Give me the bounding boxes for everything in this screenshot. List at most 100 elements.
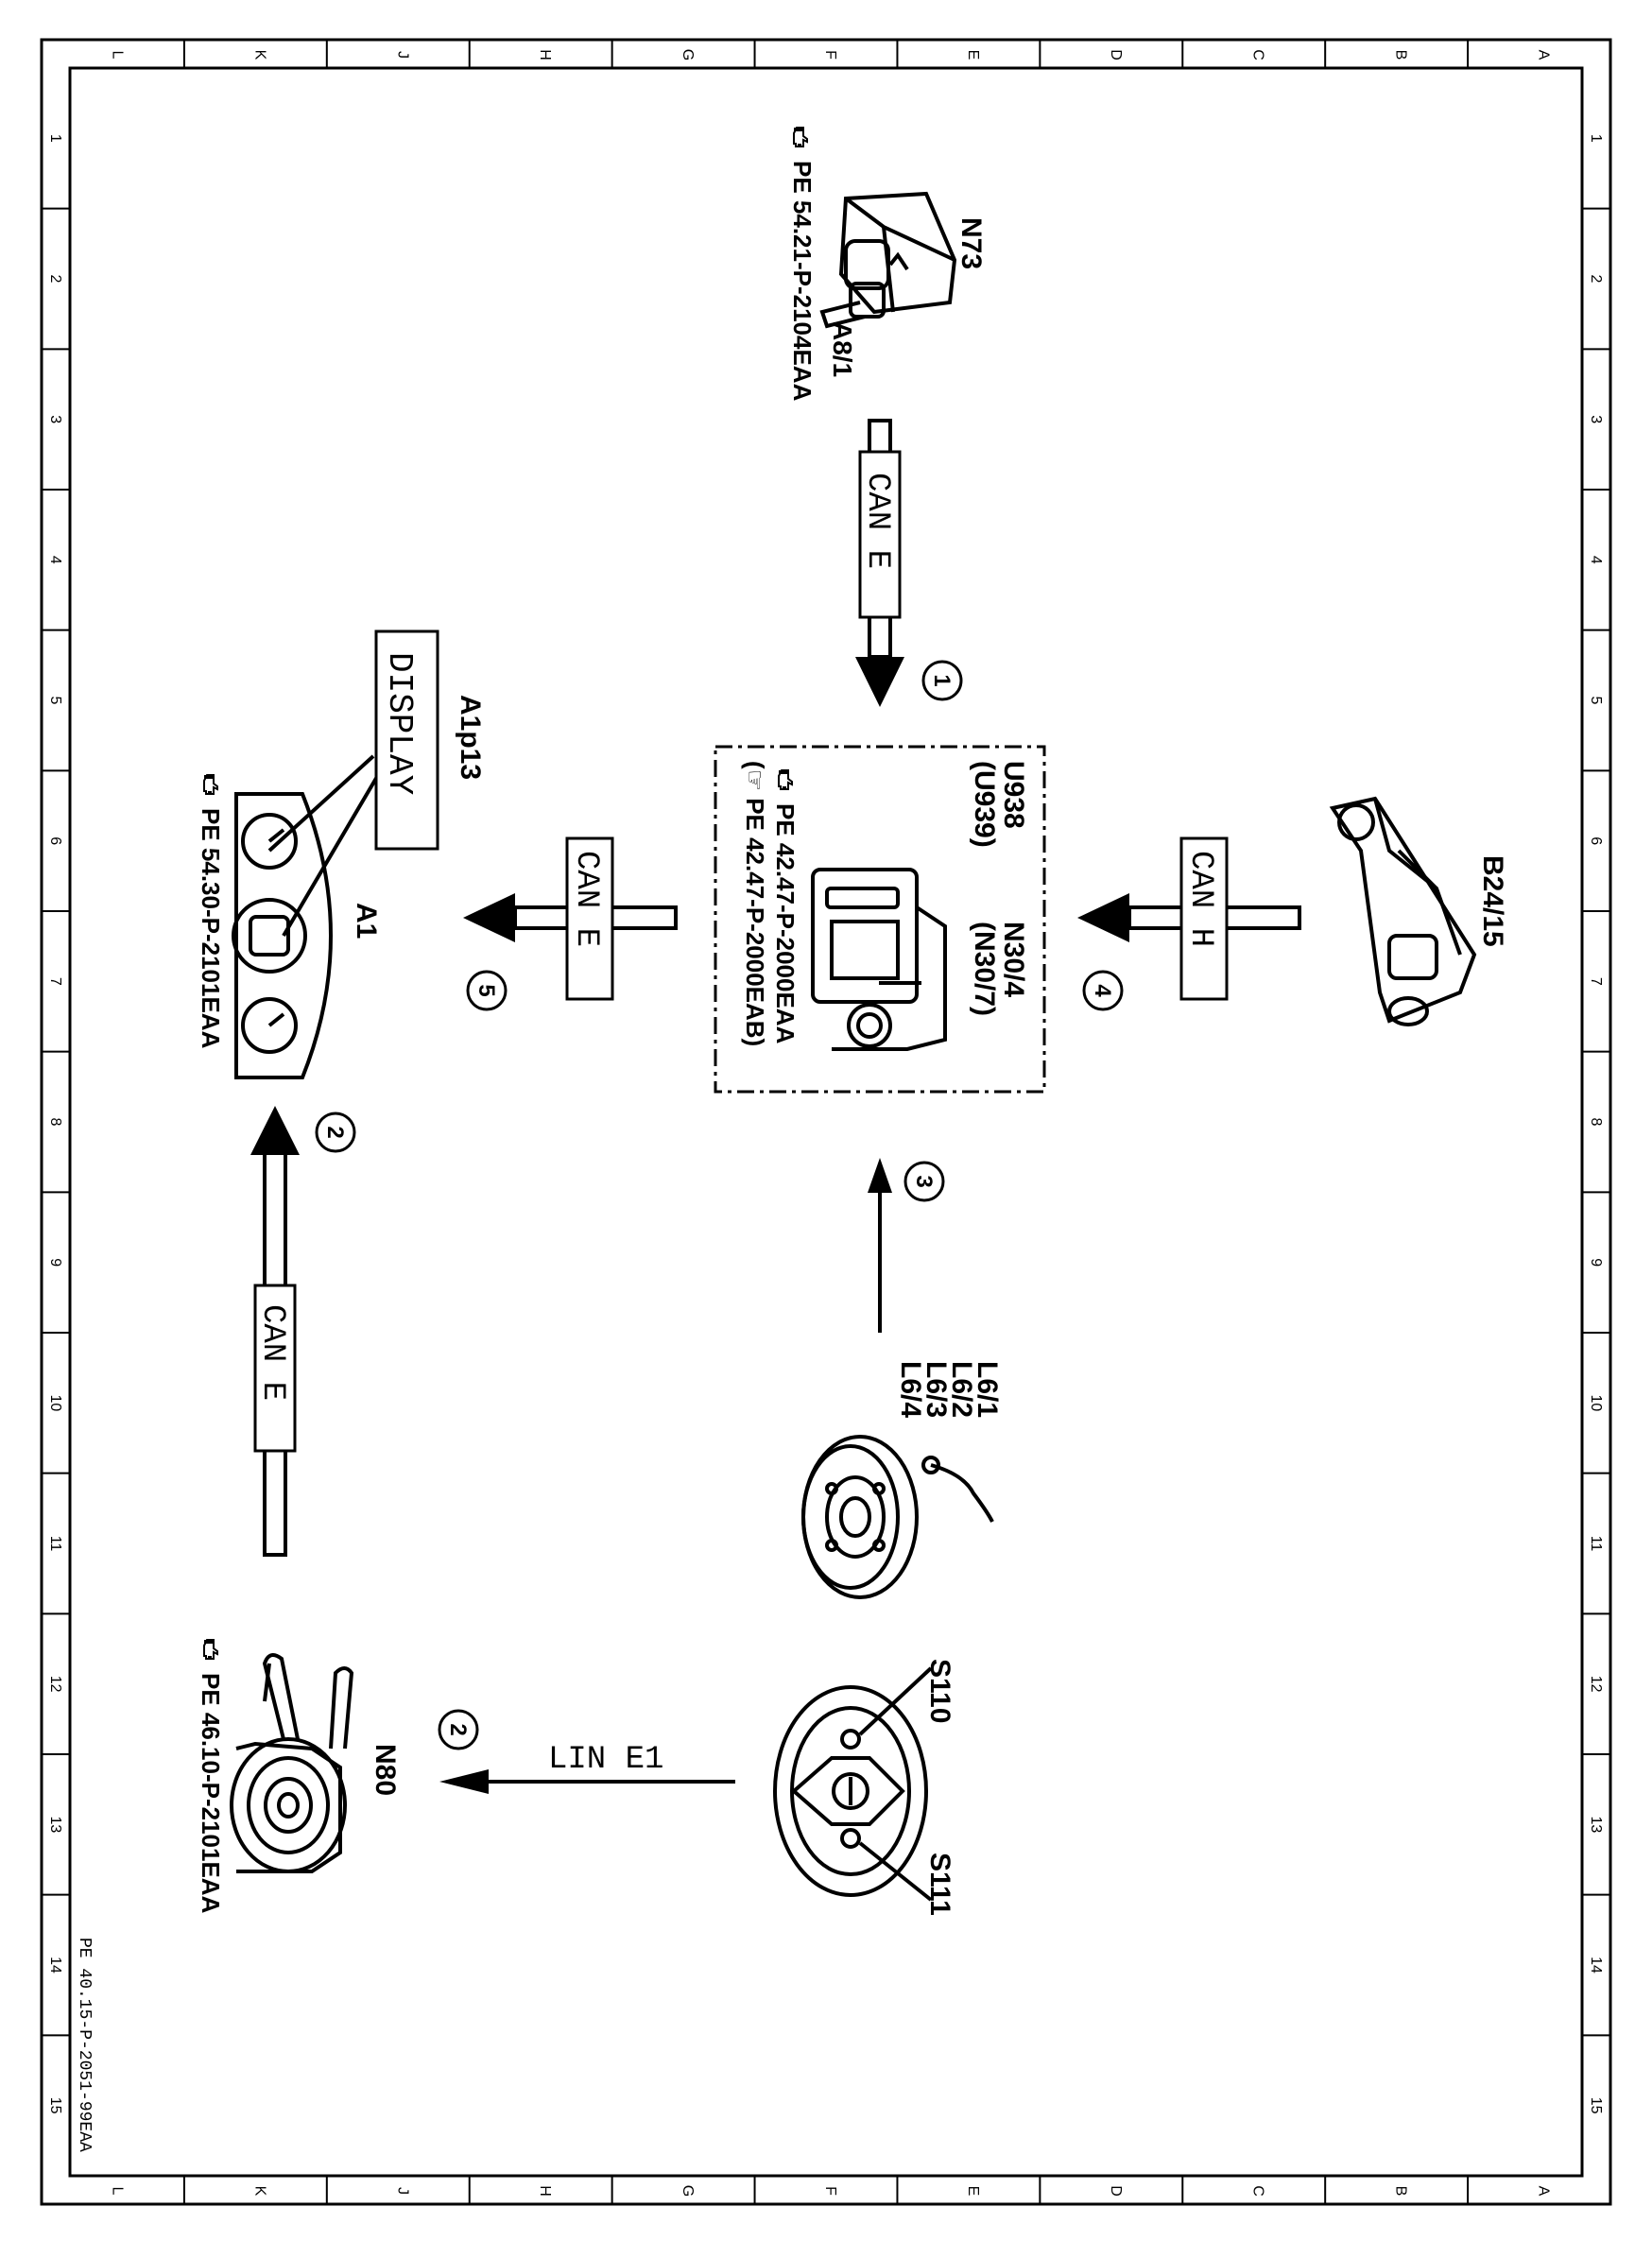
- a1-label: A1: [351, 903, 382, 939]
- grid-column-label-top: H: [537, 49, 553, 60]
- grid-row-label-left: 15: [47, 2097, 63, 2114]
- grid-row-label-left: 6: [47, 836, 63, 845]
- grid-column-label-top: K: [251, 50, 267, 60]
- step-2-badge-lin: 2: [445, 1723, 471, 1735]
- grid-row-label-left: 13: [47, 1816, 63, 1833]
- grid-column-label-bottom: C: [1250, 2185, 1266, 2197]
- grid-column-label-top: C: [1250, 49, 1266, 60]
- b24-15-label: B24/15: [1477, 855, 1508, 947]
- lin-e1-label: LIN E1: [548, 1742, 663, 1778]
- grid-column-label-bottom: L: [109, 2187, 125, 2196]
- grid-row-label-right: 2: [1588, 275, 1604, 284]
- steering-wheel-switches: S110 S111: [773, 1659, 955, 1916]
- grid-row-label-right: 5: [1588, 697, 1604, 705]
- grid-row-label-right: 15: [1588, 2097, 1604, 2114]
- grid-row-label-right: 9: [1588, 1258, 1604, 1267]
- reference-pointer-icon: [778, 769, 793, 790]
- steering-wheel-icon: [773, 1666, 933, 1902]
- reference-pointer-icon: [203, 1639, 218, 1660]
- grid-column-label-bottom: E: [965, 2186, 981, 2197]
- n73-ignition-switch: N73 A8/1 PE 54.21-P-2104EAA: [788, 127, 987, 402]
- display-box: [374, 629, 439, 851]
- grid-row-label-right: 3: [1588, 415, 1604, 423]
- grid-column-label-bottom: J: [394, 2187, 410, 2195]
- grid-row-label-left: 8: [47, 1118, 63, 1127]
- l6-3-label: L6/3: [921, 1361, 952, 1418]
- ignition-switch-icon: [819, 191, 957, 329]
- sensor-bracket-icon: [1329, 796, 1477, 1026]
- grid-column-label-bottom: A: [1536, 2186, 1552, 2197]
- can-e-connection-2: CAN E 2: [250, 1106, 356, 1557]
- camera-module-icon: [811, 868, 947, 1051]
- grid-row-label-left: 3: [47, 415, 63, 423]
- reference-pointer-icon: [203, 774, 218, 795]
- grid-row-label-right: 8: [1588, 1118, 1604, 1127]
- reference-pointer-icon: [793, 127, 808, 147]
- l6-2-label: L6/2: [946, 1361, 977, 1418]
- grid-row-label-right: 11: [1588, 1536, 1604, 1552]
- step-1-badge: 1: [929, 674, 955, 686]
- grid-row-label-left: 11: [47, 1536, 63, 1552]
- grid-column-label-top: D: [1108, 49, 1124, 60]
- grid-row-label-right: 10: [1588, 1394, 1604, 1411]
- a1-reference: PE 54.30-P-2101EAA: [197, 808, 225, 1049]
- wheel-hub-icon: [801, 1435, 994, 1599]
- s111-label: S111: [924, 1853, 955, 1916]
- grid-row-label-right: 14: [1588, 1957, 1604, 1974]
- l6-4-label: L6/4: [895, 1361, 926, 1418]
- grid-column-label-top: L: [109, 51, 125, 60]
- grid-row-label-left: 10: [47, 1394, 63, 1411]
- n80-label: N80: [370, 1744, 401, 1796]
- step-3-badge: 3: [911, 1175, 937, 1187]
- can-e-label-5: CAN E: [568, 851, 604, 947]
- can-e-connection-5: CAN E 5: [463, 836, 678, 1011]
- connection-3: 3: [868, 1158, 945, 1333]
- grid-row-label-left: 2: [47, 275, 63, 284]
- grid-column-label-top: A: [1536, 50, 1552, 60]
- b24-15-sensor: B24/15: [1329, 796, 1508, 1026]
- grid-column-label-bottom: H: [537, 2185, 553, 2197]
- grid-column-label-bottom: D: [1108, 2185, 1124, 2197]
- l6-wheel-sensor: L6/1 L6/2 L6/3 L6/4: [801, 1361, 1003, 1599]
- a1-instrument-cluster: DISPLAY A1p13 A1 PE 54.30-P-2101EAA: [197, 629, 486, 1079]
- n73-reference: PE 54.21-P-2104EAA: [788, 161, 817, 402]
- grid-row-label-right: 1: [1588, 134, 1604, 143]
- grid-row-label-right: 12: [1588, 1676, 1604, 1693]
- n30-4-label: N30/4: [998, 922, 1029, 997]
- step-4-badge: 4: [1090, 984, 1115, 997]
- can-e-label-2: CAN E: [254, 1304, 290, 1401]
- u938-reference-1: PE 42.47-P-2000EAA: [771, 803, 800, 1044]
- l6-1-label: L6/1: [972, 1361, 1003, 1418]
- grid-row-label-right: 7: [1588, 977, 1604, 986]
- a8-1-label: A8/1: [828, 321, 857, 377]
- step-5-badge: 5: [473, 984, 499, 996]
- grid-row-label-left: 5: [47, 697, 63, 705]
- grid-column-label-bottom: G: [680, 2185, 696, 2197]
- instrument-cluster-icon: [232, 754, 380, 1079]
- n80-steering-column-module: N80 PE 46.10-P-2101EAA: [197, 1639, 401, 1914]
- grid-column-label-bottom: K: [251, 2186, 267, 2197]
- u938-control-unit: U938 (U939) N30/4 (N30/7) PE 42.47-P-200…: [714, 745, 1046, 1094]
- document-id: PE 40.15-P-2051-99EAA: [75, 1938, 94, 2152]
- u938-reference-2: (☞ PE 42.47-P-2000EAB): [741, 761, 769, 1046]
- display-label: DISPLAY: [380, 652, 419, 795]
- u938-label: U938: [998, 761, 1029, 829]
- grid-column-label-top: B: [1393, 50, 1409, 60]
- grid-column-label-top: G: [680, 49, 696, 60]
- n73-label: N73: [955, 217, 987, 269]
- grid-row-label-right: 13: [1588, 1816, 1604, 1833]
- grid-column-label-top: E: [965, 50, 981, 60]
- lin-e1-connection: LIN E1 2: [438, 1709, 735, 1794]
- grid-row-label-right: 6: [1588, 836, 1604, 845]
- steering-column-module-icon: [230, 1653, 354, 1873]
- u939-label: (U939): [969, 761, 1000, 848]
- grid-column-label-top: J: [394, 51, 410, 59]
- can-e-connection-1: CAN E 1: [855, 419, 963, 707]
- grid-row-label-left: 7: [47, 977, 63, 986]
- grid-column-label-top: F: [822, 50, 838, 60]
- step-2-badge-can: 2: [322, 1126, 348, 1138]
- grid-row-label-left: 9: [47, 1258, 63, 1267]
